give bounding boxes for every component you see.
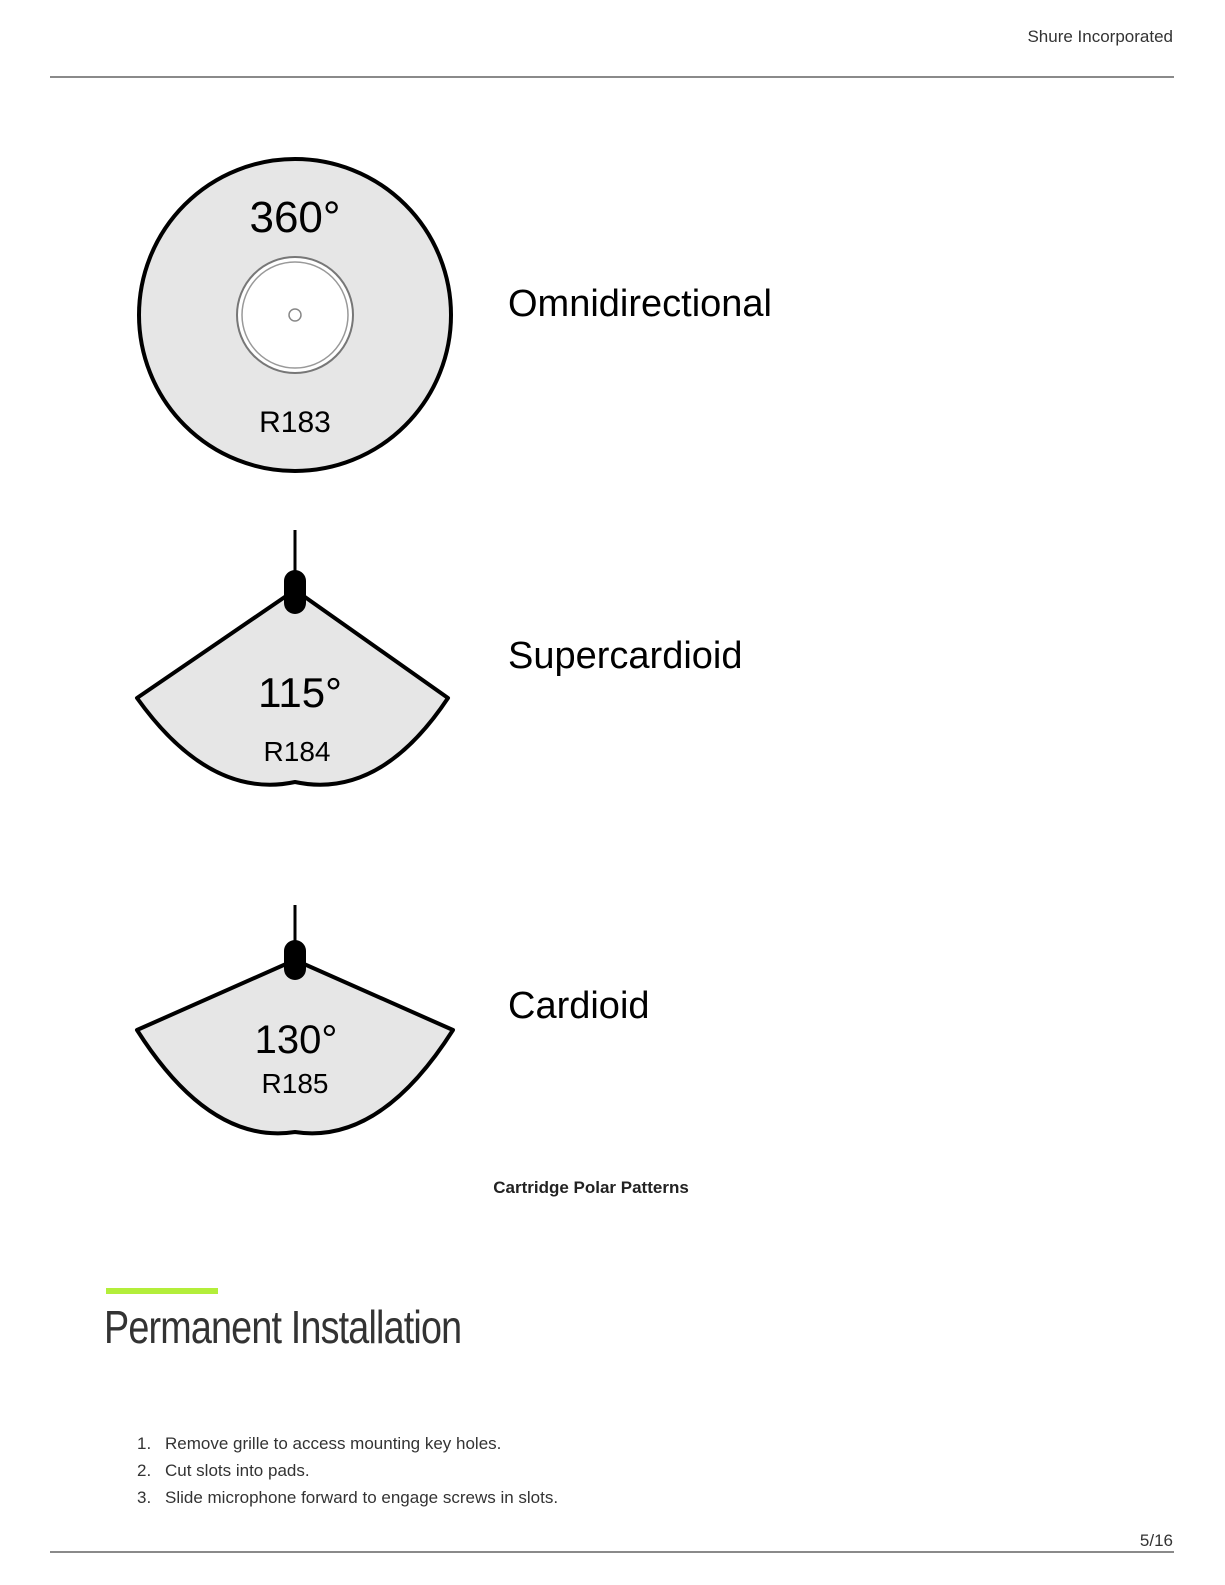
header-company-name: Shure Incorporated [1027, 27, 1173, 47]
figure-caption: Cartridge Polar Patterns [0, 1178, 1182, 1198]
cardioid-diagram: 130° R185 [137, 905, 453, 1133]
footer-divider [50, 1551, 1174, 1553]
polar-patterns-figure: 360° R183 Omnidirectional 115° R184 Supe… [0, 140, 1225, 1140]
section-title: Permanent Installation [104, 1300, 461, 1354]
installation-steps: 1.Remove grille to access mounting key h… [137, 1430, 558, 1511]
page-number: 5/16 [1140, 1531, 1173, 1551]
step-text: Slide microphone forward to engage screw… [165, 1488, 558, 1507]
list-item: 3.Slide microphone forward to engage scr… [137, 1484, 558, 1511]
supercardioid-model: R184 [264, 736, 331, 767]
omni-label: Omnidirectional [508, 283, 772, 325]
omni-angle: 360° [249, 193, 340, 242]
list-item: 1.Remove grille to access mounting key h… [137, 1430, 558, 1457]
step-number: 3. [137, 1484, 165, 1511]
omnidirectional-diagram: 360° R183 [139, 159, 451, 471]
supercardioid-label: Supercardioid [508, 635, 742, 677]
step-number: 2. [137, 1457, 165, 1484]
step-text: Cut slots into pads. [165, 1461, 310, 1480]
cardioid-label: Cardioid [508, 985, 650, 1027]
section-accent-bar [106, 1288, 218, 1294]
header-divider [50, 76, 1174, 78]
step-text: Remove grille to access mounting key hol… [165, 1434, 501, 1453]
supercardioid-diagram: 115° R184 [137, 530, 448, 785]
supercardioid-angle: 115° [258, 669, 342, 716]
step-number: 1. [137, 1430, 165, 1457]
cardioid-angle: 130° [255, 1018, 338, 1062]
omni-model: R183 [259, 406, 331, 439]
list-item: 2.Cut slots into pads. [137, 1457, 558, 1484]
cardioid-model: R185 [262, 1068, 329, 1099]
